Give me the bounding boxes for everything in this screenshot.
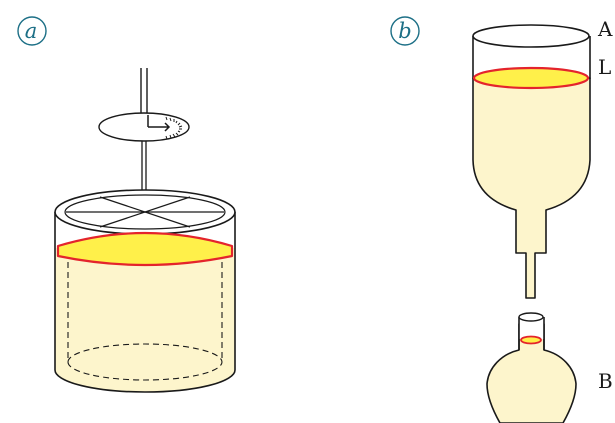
label-a: A xyxy=(597,17,613,41)
dial-scale-ticks xyxy=(165,116,183,140)
panel-a: a xyxy=(17,16,236,393)
beaker-liquid xyxy=(55,248,235,392)
vessel-a xyxy=(472,24,591,299)
label-l: L xyxy=(598,55,611,79)
panel-a-badge-label: a xyxy=(25,19,38,43)
label-b: B xyxy=(598,369,613,393)
meniscus-ring xyxy=(56,231,234,267)
liquid-surface-l xyxy=(472,66,590,90)
dial-disc xyxy=(98,112,190,142)
panel-b: b A L B xyxy=(390,16,613,423)
flask-b-mouth xyxy=(518,312,544,322)
panel-b-badge: b xyxy=(390,16,420,46)
inner-cylinder xyxy=(67,262,223,381)
badge-ring-icon xyxy=(390,16,420,46)
panel-a-badge: a xyxy=(17,16,47,46)
dial-pointer-icon xyxy=(147,115,171,132)
badge-ring-icon xyxy=(17,16,47,46)
vessel-a-rim xyxy=(472,24,590,48)
beaker xyxy=(54,189,236,393)
panel-b-badge-label: b xyxy=(398,19,411,43)
flask-b xyxy=(486,312,577,423)
rotor-cross xyxy=(66,196,224,228)
flask-b-meniscus xyxy=(520,335,542,345)
